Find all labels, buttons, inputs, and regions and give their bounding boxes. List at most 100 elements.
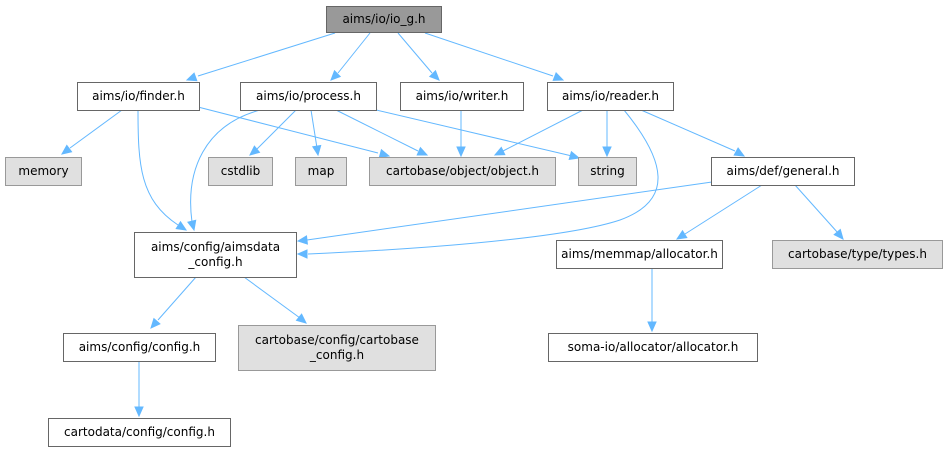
- node-label: aims/io/process.h: [256, 89, 361, 103]
- node-general[interactable]: aims/def/general.h: [711, 157, 855, 186]
- edge-process-to-aimsdata_config: [187, 109, 261, 232]
- node-label: aims/config/aimsdata: [151, 240, 280, 254]
- edge-finder-to-memory: [61, 109, 123, 155]
- node-box: [548, 333, 758, 362]
- node-aimsdata_config[interactable]: aims/config/aimsdata_config.h: [134, 232, 297, 278]
- edge-line: [794, 184, 839, 234]
- edge-reader-to-object: [493, 109, 584, 156]
- node-box: [48, 418, 231, 447]
- edge-line: [337, 32, 371, 74]
- node-config[interactable]: aims/config/config.h: [63, 333, 216, 362]
- node-label: _config.h: [187, 255, 242, 269]
- node-label: aims/memmap/allocator.h: [561, 247, 718, 261]
- edge-line: [307, 109, 659, 255]
- arrowhead-icon: [416, 146, 429, 156]
- node-label: string: [590, 164, 624, 178]
- arrowhead-icon: [249, 145, 261, 156]
- node-memory: memory: [5, 157, 82, 186]
- node-io_g[interactable]: aims/io/io_g.h: [326, 6, 442, 33]
- node-box: [326, 6, 442, 33]
- node-types: cartobase/type/types.h: [772, 240, 943, 269]
- edge-allocator-to-soma_allocator: [647, 268, 657, 333]
- edge-line: [335, 109, 419, 152]
- edge-config-to-cartodata_config: [134, 361, 144, 418]
- node-label: memory: [18, 164, 68, 178]
- arrowhead-icon: [456, 146, 466, 158]
- edge-finder-to-object: [197, 106, 391, 159]
- edge-aimsdata_config-to-cartobase_config: [243, 276, 307, 324]
- edge-line: [243, 276, 301, 319]
- node-finder[interactable]: aims/io/finder.h: [77, 82, 200, 111]
- edges-layer: [61, 32, 844, 418]
- edge-reader-to-string: [602, 110, 612, 158]
- node-box: [772, 240, 943, 269]
- edge-line: [190, 109, 261, 223]
- arrowhead-icon: [330, 69, 342, 81]
- node-reader[interactable]: aims/io/reader.h: [547, 82, 674, 111]
- node-box: [295, 157, 347, 186]
- arrowhead-icon: [428, 69, 440, 81]
- arrowhead-icon: [150, 317, 161, 329]
- arrowhead-icon: [493, 146, 506, 156]
- edge-reader-to-general: [640, 109, 746, 157]
- arrowhead-icon: [134, 406, 144, 418]
- edge-writer-to-object: [456, 110, 466, 158]
- node-box: [240, 82, 377, 111]
- arrowhead-icon: [552, 71, 565, 81]
- node-soma_allocator[interactable]: soma-io/allocator/allocator.h: [548, 333, 758, 362]
- arrowhead-icon: [311, 144, 322, 157]
- arrowhead-icon: [602, 146, 612, 158]
- node-box: [400, 82, 524, 111]
- arrowhead-icon: [833, 228, 844, 240]
- arrowhead-icon: [378, 148, 391, 159]
- arrowhead-icon: [185, 72, 198, 82]
- arrowhead-icon: [296, 235, 308, 245]
- node-writer[interactable]: aims/io/writer.h: [400, 82, 524, 111]
- node-label: aims/io/finder.h: [92, 89, 185, 103]
- edge-io_g-to-writer: [397, 32, 440, 81]
- edge-line: [371, 108, 573, 157]
- edge-aimsdata_config-to-config: [150, 276, 197, 329]
- edge-line: [310, 109, 318, 149]
- edge-io_g-to-process: [330, 32, 371, 81]
- edge-line: [684, 184, 763, 235]
- arrowhead-icon: [295, 313, 307, 324]
- edge-finder-to-aimsdata_config: [137, 109, 188, 231]
- node-label: cartodata/config/config.h: [64, 425, 215, 439]
- edge-line: [397, 32, 433, 74]
- edge-general-to-allocator: [675, 184, 763, 240]
- nodes-layer: aims/io/io_g.h aims/io/finder.h aims/io/pr…: [5, 6, 943, 447]
- edge-line: [640, 109, 736, 152]
- node-cartodata_config[interactable]: cartodata/config/config.h: [48, 418, 231, 447]
- node-map: map: [295, 157, 347, 186]
- node-box: [556, 240, 723, 269]
- edge-io_g-to-finder: [185, 32, 336, 82]
- edge-line: [306, 181, 713, 241]
- node-label: aims/io/io_g.h: [342, 12, 425, 26]
- edge-line: [197, 106, 379, 154]
- node-box: [5, 157, 82, 186]
- edge-line: [424, 32, 554, 77]
- node-label: aims/io/writer.h: [416, 89, 509, 103]
- edge-process-to-map: [310, 109, 322, 157]
- node-cartobase_config: cartobase/config/cartobase_config.h: [238, 325, 436, 371]
- edge-line: [197, 32, 336, 77]
- node-object: cartobase/object/object.h: [369, 157, 556, 186]
- arrowhead-icon: [647, 321, 657, 333]
- edge-line: [502, 109, 584, 152]
- arrowhead-icon: [175, 220, 188, 231]
- node-process[interactable]: aims/io/process.h: [240, 82, 377, 111]
- node-box: [77, 82, 200, 111]
- node-label: aims/io/reader.h: [562, 89, 659, 103]
- arrowhead-icon: [675, 229, 688, 240]
- arrowhead-icon: [296, 249, 308, 259]
- node-label: map: [308, 164, 335, 178]
- node-allocator[interactable]: aims/memmap/allocator.h: [556, 240, 723, 269]
- node-box: [369, 157, 556, 186]
- node-box: [63, 333, 216, 362]
- arrowhead-icon: [61, 144, 73, 155]
- edge-general-to-types: [794, 184, 844, 240]
- node-label: soma-io/allocator/allocator.h: [568, 340, 739, 354]
- edge-line: [69, 109, 123, 149]
- edge-io_g-to-reader: [424, 32, 565, 81]
